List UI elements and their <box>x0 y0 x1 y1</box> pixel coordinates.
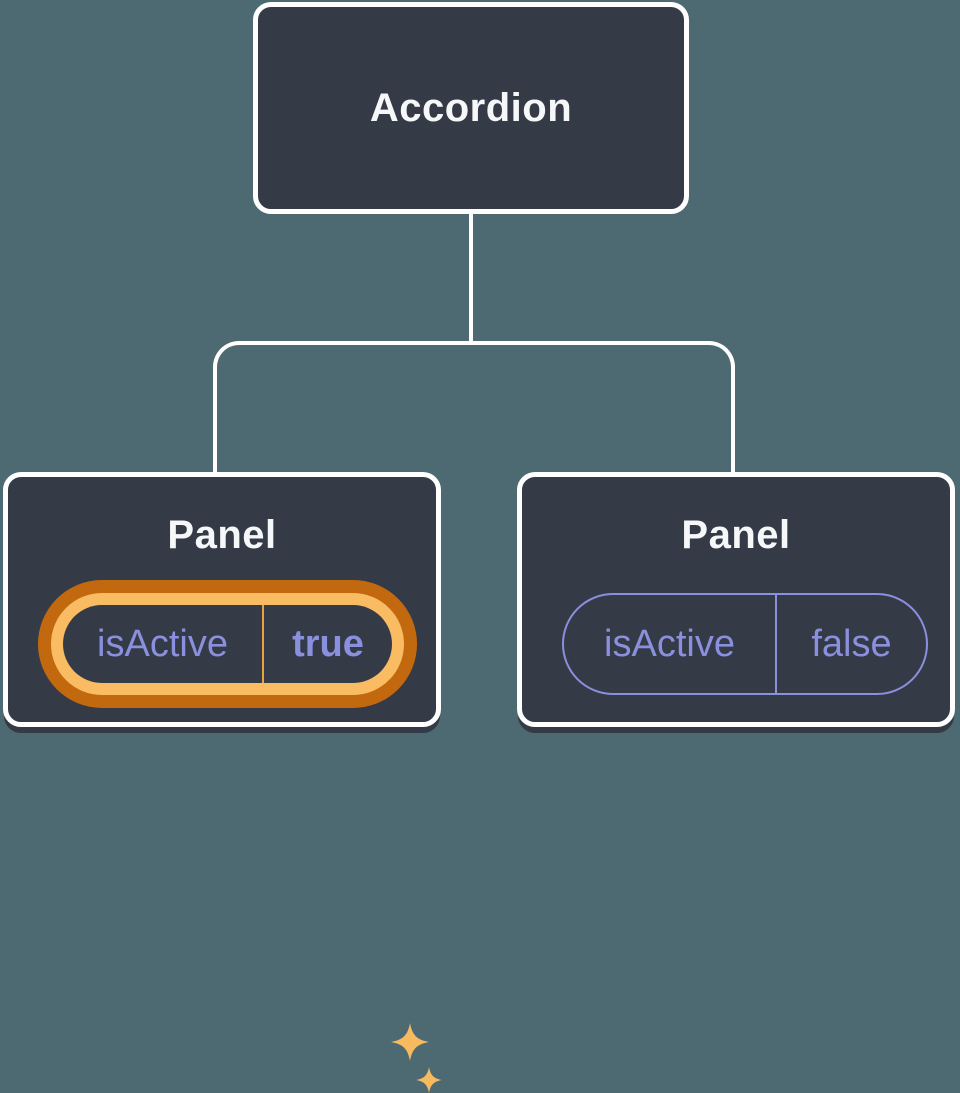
accordion-node-label: Accordion <box>369 85 573 130</box>
state-prop-name: isActive <box>604 622 735 665</box>
sparkle-small-icon <box>416 1067 442 1093</box>
panel-title: Panel <box>681 513 791 557</box>
panel-node-inactive: Panel isActive false <box>517 472 955 727</box>
accordion-node: Accordion <box>253 2 689 214</box>
state-prop-name: isActive <box>97 622 228 665</box>
state-prop-value: false <box>811 622 892 665</box>
connector-stem <box>469 213 473 345</box>
state-prop-value: true <box>292 622 364 665</box>
state-pill-active-glow: isActive true <box>38 580 417 708</box>
pill-divider <box>262 605 264 683</box>
connector-branch <box>213 341 735 472</box>
state-pill-inactive: isActive false <box>562 593 928 695</box>
state-pill-active: isActive true <box>63 605 392 683</box>
sparkle-large-icon <box>391 1023 429 1061</box>
pill-divider <box>775 595 777 693</box>
panel-node-active: Panel isActive true <box>3 472 442 1093</box>
component-tree-diagram: { "root_node": { "label": "Accordion" },… <box>3 2 955 1093</box>
panel-title: Panel <box>167 513 277 557</box>
